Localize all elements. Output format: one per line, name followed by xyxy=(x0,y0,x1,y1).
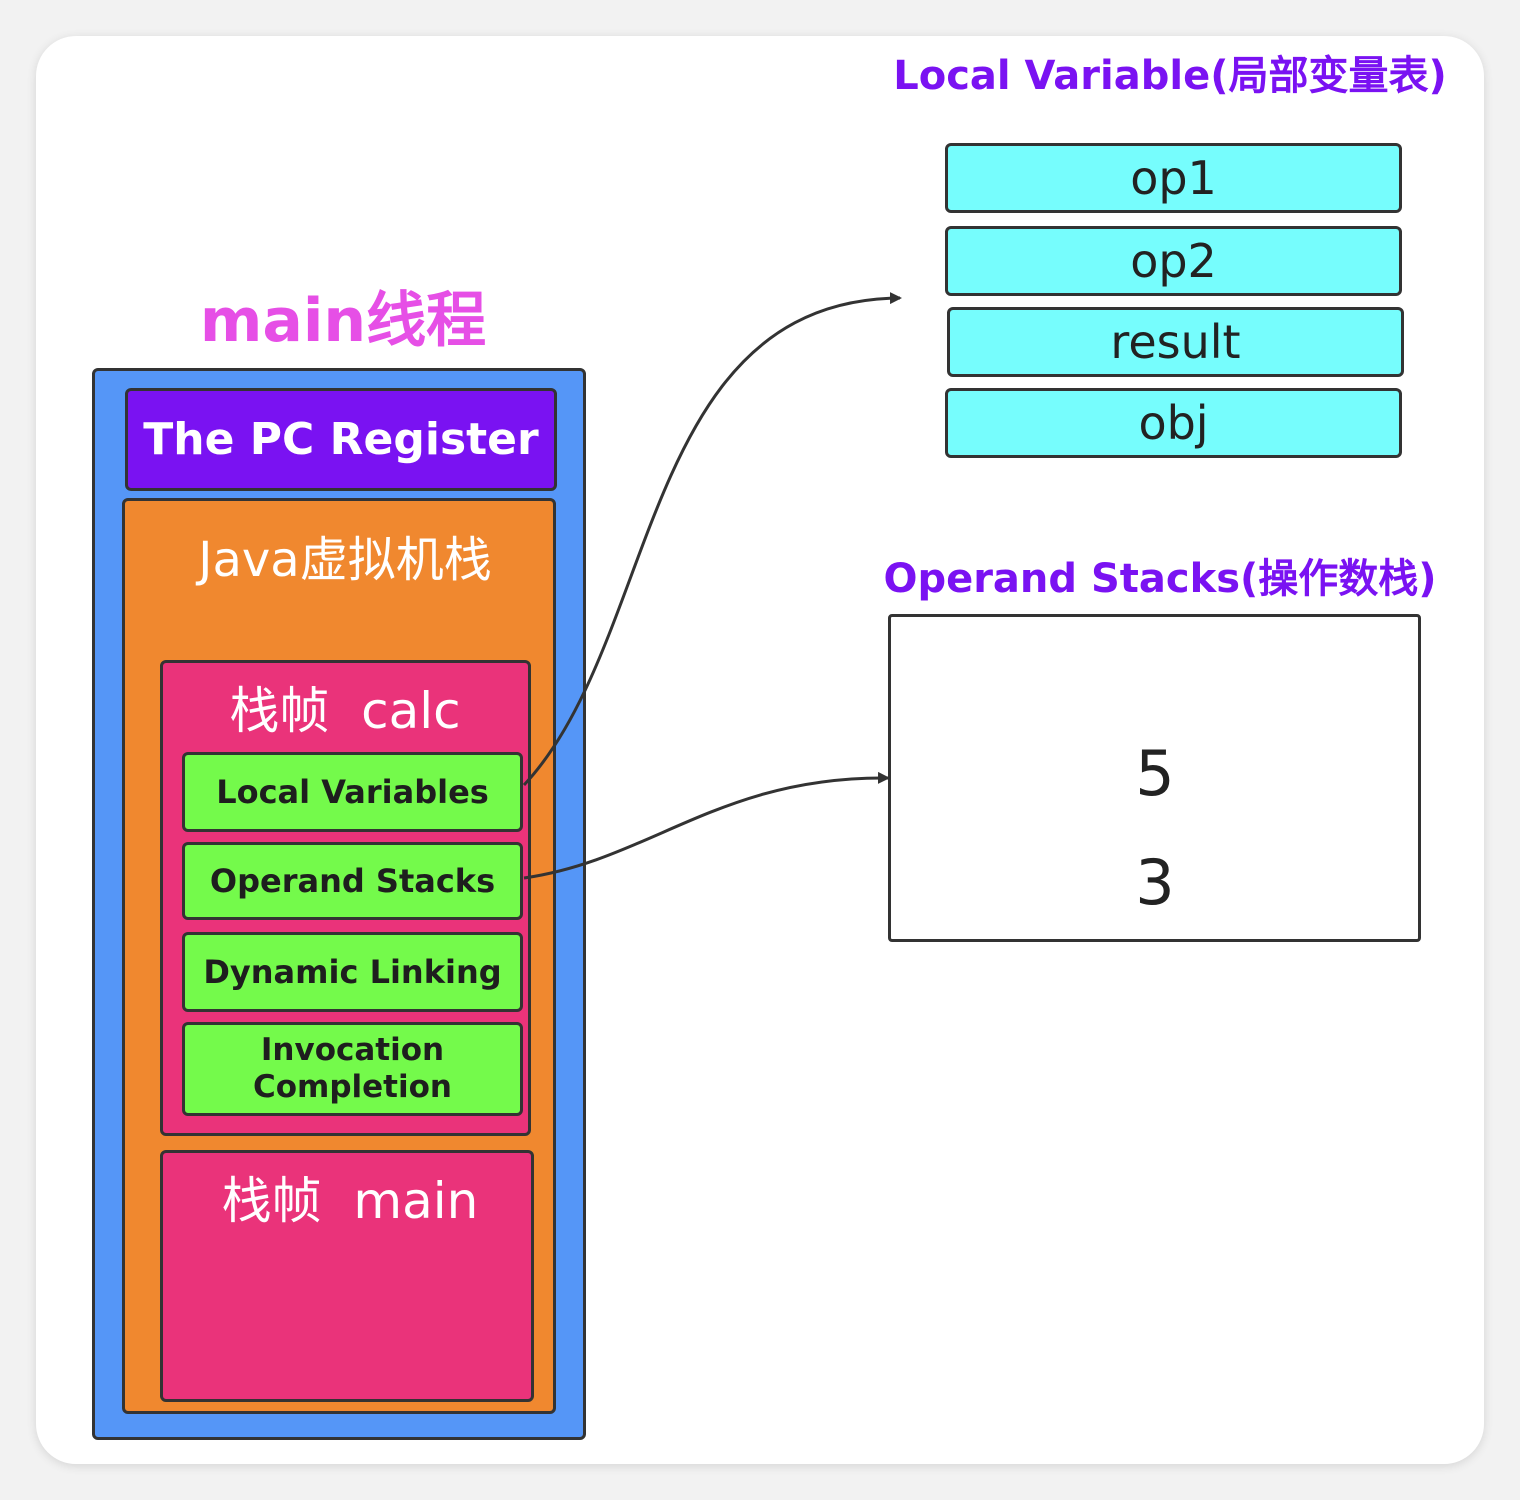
frame-part-operand-stacks: Operand Stacks xyxy=(182,842,523,920)
local-variable-row: obj xyxy=(945,388,1402,458)
stack-frame-calc-label: 栈帧 calc xyxy=(229,682,461,740)
local-variable-row: op1 xyxy=(945,143,1402,213)
frame-part-dynamic-linking: Dynamic Linking xyxy=(182,932,523,1012)
pc-register-box: The PC Register xyxy=(125,388,557,491)
stack-frame-main-label: 栈帧 main xyxy=(221,1172,479,1230)
local-variable-row: result xyxy=(947,307,1404,377)
stack-frame-main xyxy=(160,1150,534,1402)
frame-part-local-variables: Local Variables xyxy=(182,752,523,832)
operand-stack-value: 5 xyxy=(1135,736,1175,810)
operand-stack-title: Operand Stacks(操作数栈) xyxy=(883,556,1437,602)
local-variable-row: op2 xyxy=(945,226,1402,296)
operand-stack-value: 3 xyxy=(1135,845,1175,919)
local-variable-table-title: Local Variable(局部变量表) xyxy=(893,53,1447,99)
frame-part-invocation-completion: Invocation Completion xyxy=(182,1022,523,1116)
thread-title: main线程 xyxy=(199,285,487,356)
jvm-stack-label: Java虚拟机栈 xyxy=(198,532,492,588)
